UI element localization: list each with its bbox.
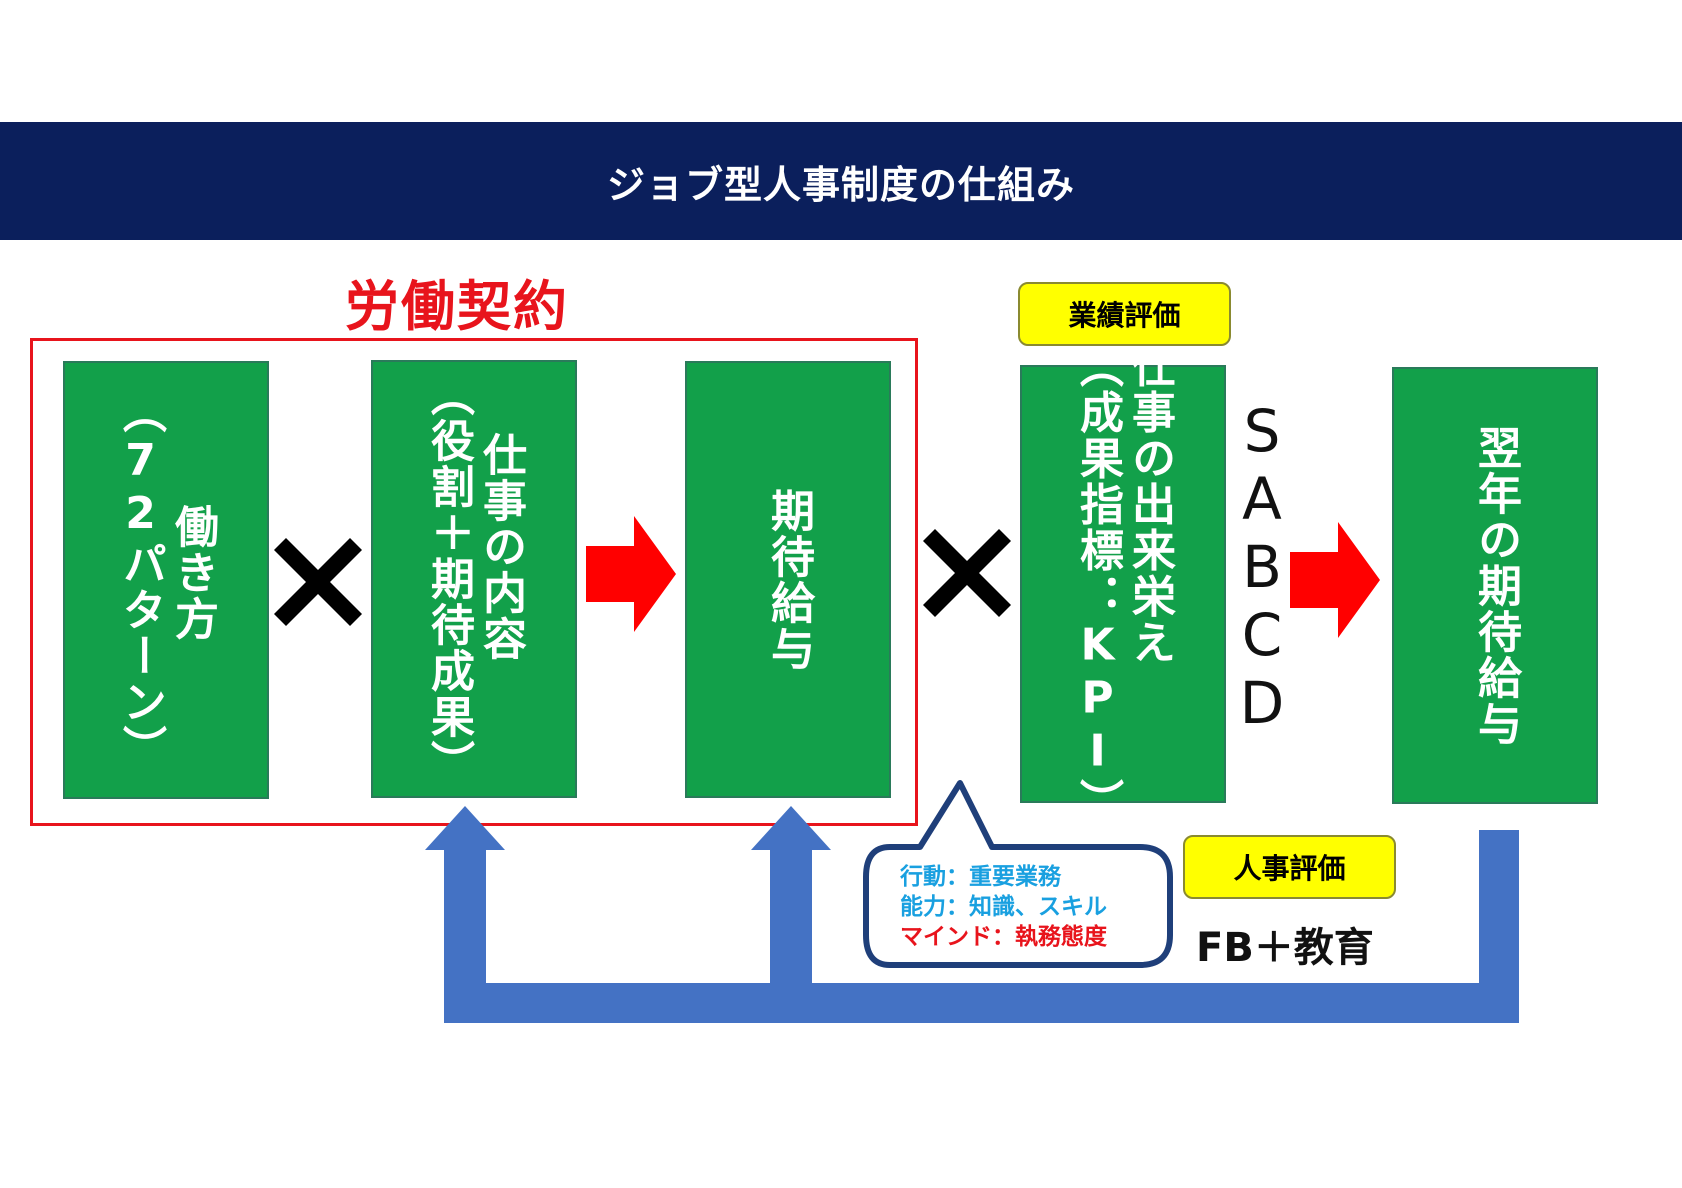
grade-d: D [1239, 669, 1285, 737]
job-content-sub: （役割＋期待成果） [423, 372, 474, 786]
box-work-style: 働き方 （72パターン） [63, 361, 269, 799]
callout-ability: 能力：知識、スキル [900, 894, 1107, 920]
box-expected-salary: 期待給与 [685, 361, 891, 798]
job-result-main: 仕事の出来栄え [1124, 343, 1175, 666]
feedback-mid-arrowhead [751, 806, 831, 850]
grade-scale: S A B C D [1232, 400, 1292, 734]
contract-title: 労働契約 [345, 275, 569, 338]
right-arrow-icon [1290, 522, 1380, 638]
feedback-bottom-bar [444, 983, 1519, 1023]
next-year-salary-text: 翌年の期待給与 [1470, 424, 1521, 747]
feedback-mid-shaft [770, 848, 812, 1023]
job-content-main: 仕事の内容 [475, 432, 526, 662]
callout-bubble [863, 780, 1173, 968]
grade-s: S [1243, 397, 1281, 465]
job-result-sub: （成果指標：KPI） [1072, 343, 1123, 825]
right-arrow-icon [586, 516, 676, 632]
page-title: ジョブ型人事制度の仕組み [606, 162, 1075, 207]
box-job-result: 仕事の出来栄え （成果指標：KPI） [1020, 344, 1226, 825]
box-job-content: 仕事の内容 （役割＋期待成果） [371, 360, 577, 798]
feedback-left-shaft [444, 848, 486, 1023]
box-next-year-salary: 翌年の期待給与 [1392, 367, 1598, 804]
page-header: ジョブ型人事制度の仕組み [0, 122, 1682, 240]
expected-salary-text: 期待給与 [763, 487, 814, 672]
feedback-education-text: FB＋教育 [1196, 925, 1374, 971]
callout-behavior: 行動：重要業務 [900, 864, 1061, 890]
grade-a: A [1242, 465, 1282, 533]
feedback-left-arrowhead [425, 806, 505, 850]
work-style-main: 働き方 [167, 504, 218, 642]
grade-c: C [1241, 601, 1283, 669]
feedback-right-bar [1479, 830, 1519, 1023]
hr-eval-label: 人事評価 [1183, 835, 1396, 899]
callout-mindset: マインド：執務態度 [900, 924, 1107, 950]
grade-b: B [1242, 533, 1282, 601]
times-icon [922, 528, 1012, 618]
performance-eval-label: 業績評価 [1018, 282, 1231, 346]
times-icon [273, 537, 363, 627]
work-style-sub: （72パターン） [115, 389, 166, 771]
callout-text: 行動：重要業務 能力：知識、スキル マインド：執務態度 [900, 862, 1107, 952]
